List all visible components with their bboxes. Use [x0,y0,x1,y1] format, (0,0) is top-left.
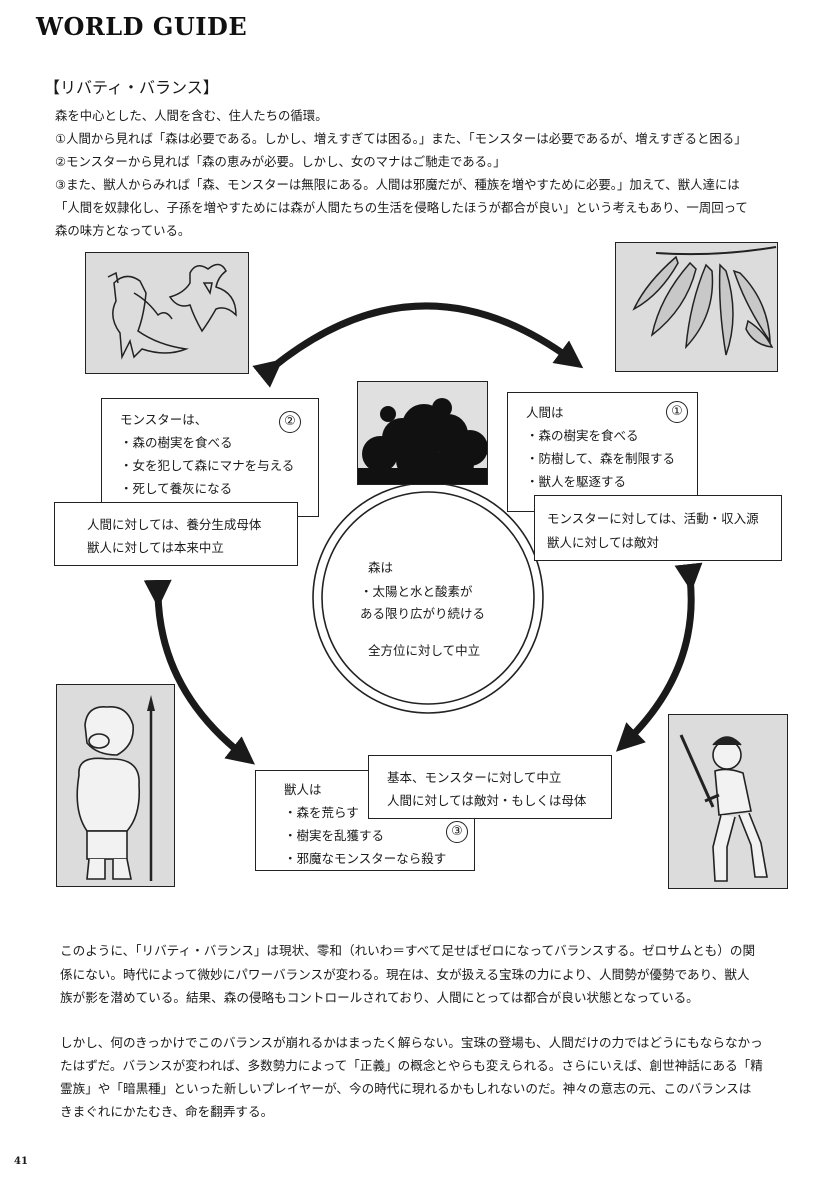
beast-relation-box: 基本、モンスターに対して中立 人間に対しては敵対・もしくは母体 [368,755,612,819]
tree-icon [358,398,487,484]
human-line: ・森の樹実を食べる [526,428,639,443]
number-badge: ② [279,411,301,433]
monster-relation-line: 人間に対しては、養分生成母体 [87,517,262,532]
pig-icon [76,695,155,881]
human-swordsman-illustration [668,714,788,889]
body-line: 霊族」や「暗黒種」といった新しいプレイヤーが、今の時代に現れるかもしれないのだ。… [60,1081,752,1096]
monster-relation-box: 人間に対しては、養分生成母体 獣人に対しては本来中立 [54,502,298,566]
arrow-monster-human [252,302,584,388]
monster-relation-line: 獣人に対しては本来中立 [87,540,224,555]
intro-line: 「人間を奴隷化し、子孫を増やすためには森が人間たちの生活を侵略したほうが都合が良… [55,200,748,215]
monster-line: ・死して養灰になる [120,481,233,496]
forest-line: 森は [368,560,394,575]
monster-line: ・森の樹実を食べる [120,435,233,450]
beast-box: ③ 獣人は ・森を荒らす ・樹実を乱獲する ・邪魔なモンスターなら殺す [255,770,475,871]
beast-line: 獣人は [284,782,322,797]
body-line: このように、「リバティ・バランス」は現状、零和（れいわ＝すべて足せばゼロになって… [60,943,756,958]
monster-line: ・女を犯して森にマナを与える [120,458,295,473]
section-heading: 【リバティ・バランス】 [44,78,219,97]
arrow-human-beast [615,562,703,752]
intro-line: ①人間から見れば「森は必要である。しかし、増えすぎては困る。」また、「モンスター… [55,131,747,146]
forest-inner-circle [321,491,535,705]
human-relation-box: モンスターに対しては、活動・収入源 獣人に対しては敵対 [534,495,782,561]
dragon-icon [107,263,237,360]
beast-relation-line: 基本、モンスターに対して中立 [387,770,562,785]
swordsman-icon [679,734,768,882]
intro-line: ③また、獣人からみれば「森、モンスターは無限にある。人間は邪魔だが、種族を増やす… [55,177,740,192]
beast-line: ・樹実を乱獲する [284,828,385,843]
forest-neutral: 全方位に対して中立 [368,643,481,658]
page-number: 41 [14,1156,28,1167]
beast-relation-line: 人間に対しては敵対・もしくは母体 [387,793,587,808]
tree-canopy-illustration [357,381,488,485]
intro-line: 森を中心とした、人間を含む、住人たちの循環。 [55,108,328,123]
body-line: しかし、何のきっかけでこのバランスが崩れるかはまったく解らない。宝珠の登場も、人… [60,1035,763,1050]
human-relation-line: モンスターに対しては、活動・収入源 [547,511,759,526]
arrow-monster-beast [143,579,256,765]
leaves-illustration [615,242,778,372]
human-box: ① 人間は ・森の樹実を食べる ・防樹して、森を制限する ・獣人を駆逐する [507,392,698,512]
monster-box: ② モンスターは、 ・森の樹実を食べる ・女を犯して森にマナを与える ・死して養… [101,398,319,517]
monster-line: モンスターは、 [120,412,208,427]
human-line: 人間は [526,405,564,420]
intro-line: ②モンスターから見れば「森の恵みが必要。しかし、女のマナはご馳走である。」 [55,154,506,169]
beast-line: ・森を荒らす [284,805,359,820]
page-title: WORLD GUIDE [36,12,248,41]
human-relation-line: 獣人に対しては敵対 [547,535,659,550]
intro-line: 森の味方となっている。 [55,223,191,238]
number-badge: ③ [446,821,468,843]
body-line: 係にない。時代によって微妙にパワーバランスが変わる。現在は、女が扱える宝珠の力に… [60,967,750,982]
pig-beastman-illustration [56,684,175,887]
beast-line: ・邪魔なモンスターなら殺す [284,851,447,866]
human-line: ・獣人を駆逐する [526,474,627,489]
leaf-icon [632,246,777,356]
body-line: たはずだ。バランスが変われば、多数勢力によって「正義」の概念とやらも変えられる。… [60,1058,763,1073]
human-line: ・防樹して、森を制限する [526,451,676,466]
body-line: 族が影を潜めている。結果、森の侵略もコントロールされており、人間にとっては都合が… [60,990,699,1005]
dragon-monsters-illustration [85,252,249,374]
number-badge: ① [666,401,688,423]
body-line: きまぐれにかたむき、命を翻弄する。 [60,1104,274,1119]
forest-line: ・太陽と水と酸素が [360,584,473,599]
forest-line: ある限り広がり続ける [360,606,486,621]
